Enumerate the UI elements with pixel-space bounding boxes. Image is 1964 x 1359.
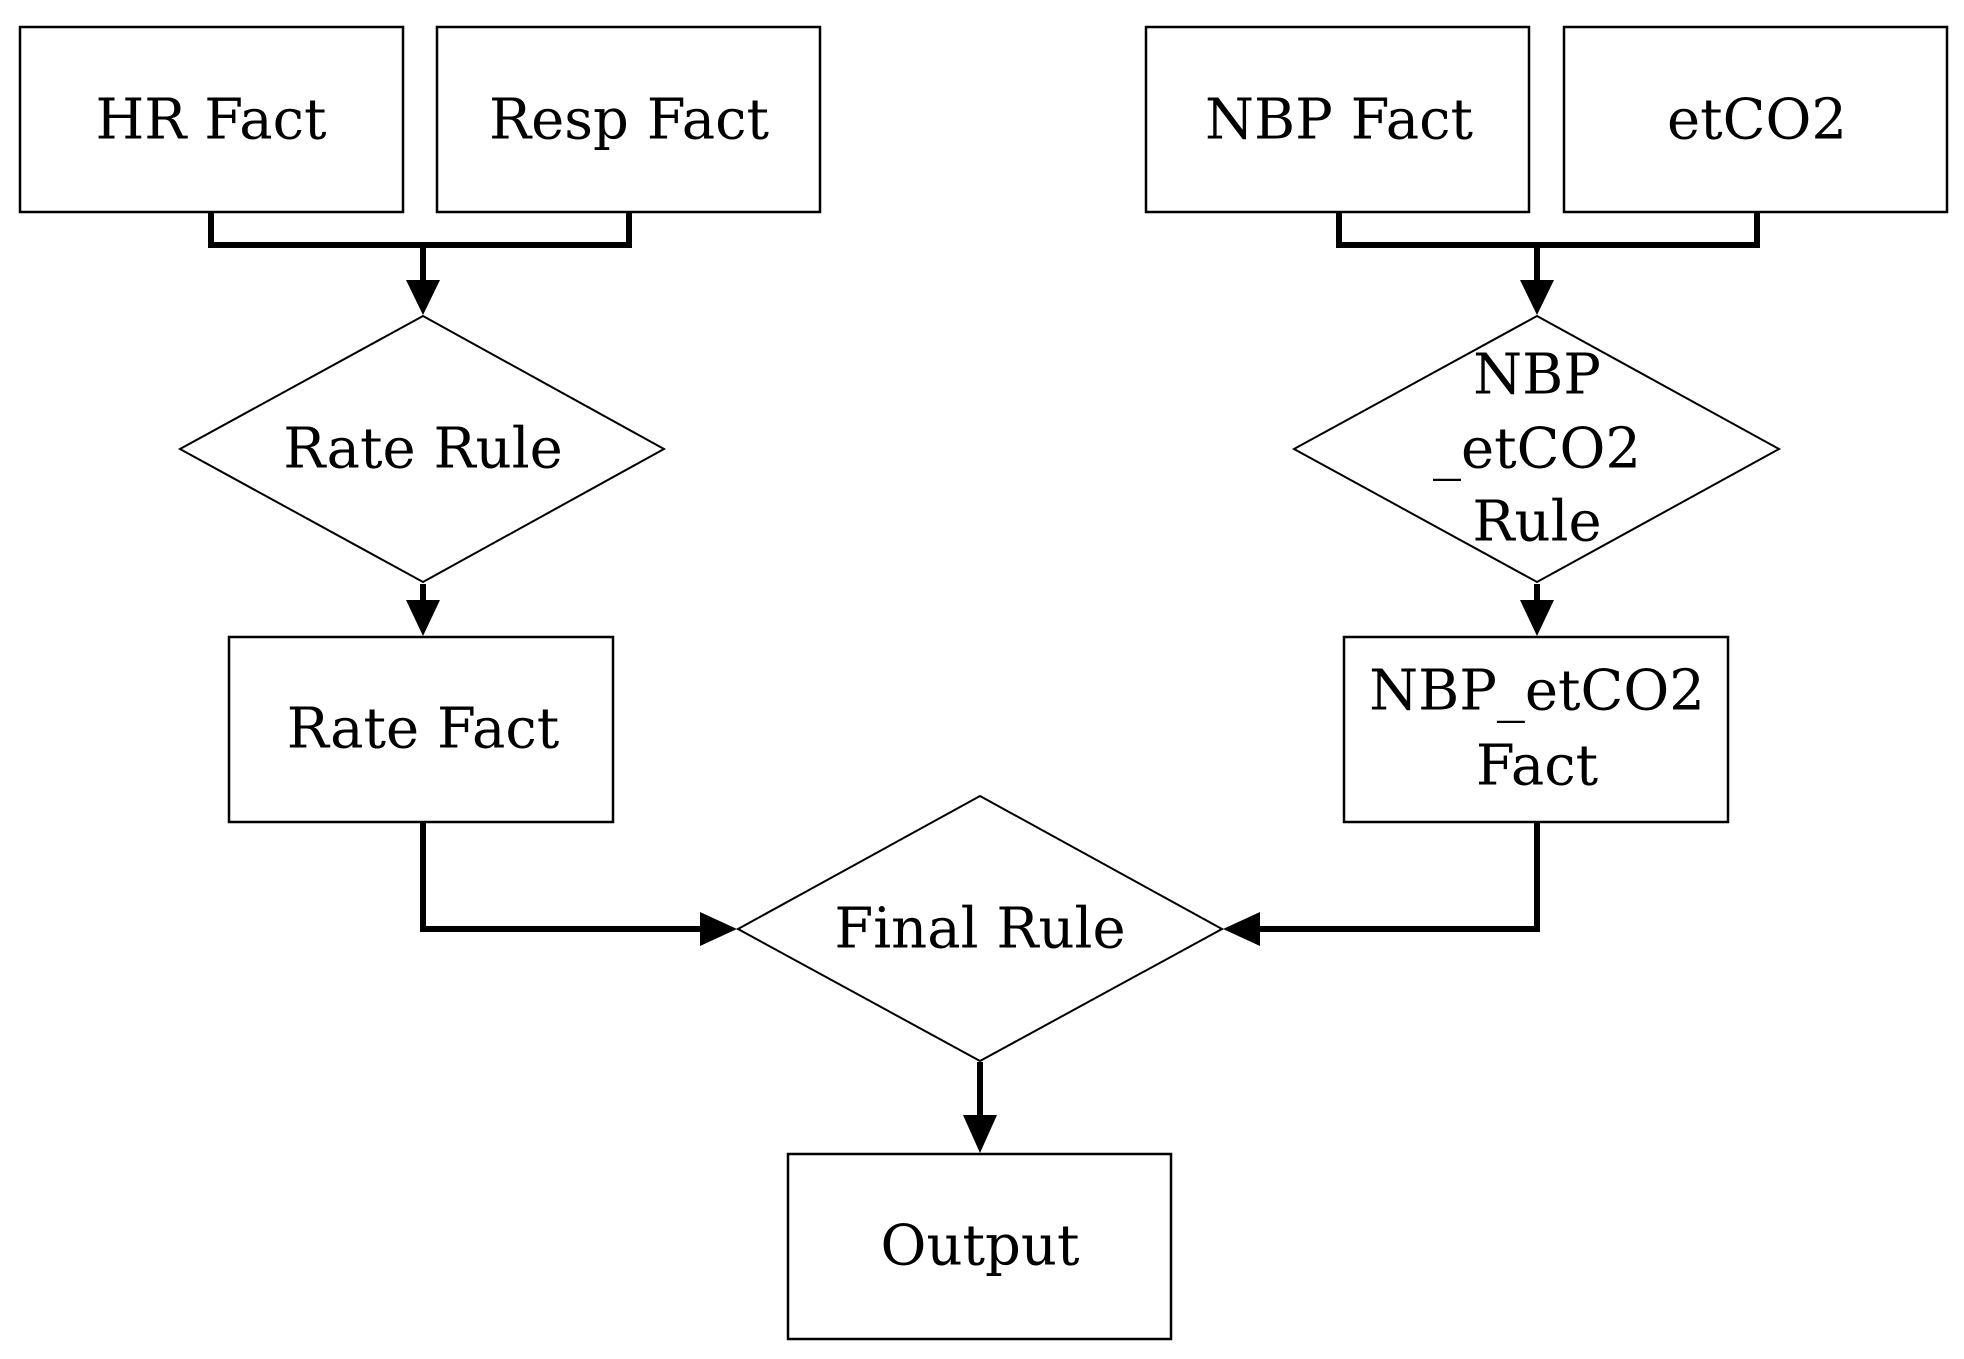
arrow-into-final-rule-left — [700, 912, 737, 946]
arrow-to-nbp-etco2-fact — [1520, 600, 1554, 636]
resp-fact-node: Resp Fact — [435, 25, 822, 214]
connector-nbp-fact-to-final-rule — [1255, 822, 1540, 932]
output-node: Output — [786, 1152, 1173, 1341]
arrow-into-final-rule-right — [1223, 912, 1260, 946]
nbp-fact-label: NBP Fact — [1205, 88, 1473, 153]
nbp-etco2-rule-label-line-2: _etCO2 — [1433, 417, 1641, 482]
rate-fact-label: Rate Fact — [287, 697, 560, 762]
final-rule-node: Final Rule — [735, 794, 1225, 1063]
arrow-to-output — [963, 1115, 997, 1153]
arrow-to-nbp-etco2-rule — [1520, 280, 1554, 315]
connector-rate-fact-to-final-rule — [420, 822, 705, 932]
connector-nbp-etco2-to-nbp-rule — [1336, 211, 1760, 285]
nbp-fact-node: NBP Fact — [1144, 25, 1531, 214]
nbp-etco2-fact-node: NBP_etCO2 Fact — [1342, 635, 1730, 824]
nbp-etco2-rule-label-line-3: Rule — [1472, 490, 1601, 555]
arrow-to-rate-rule — [406, 280, 440, 315]
nbp-etco2-rule-label-line-1: NBP — [1473, 343, 1601, 408]
arrow-to-rate-fact — [406, 600, 440, 636]
etco2-node: etCO2 — [1562, 25, 1949, 214]
output-label: Output — [881, 1214, 1080, 1279]
etco2-label: etCO2 — [1667, 88, 1847, 153]
nbp-etco2-fact-label-line-1: NBP_etCO2 — [1369, 659, 1705, 724]
connector-hr-resp-to-rate-rule — [208, 211, 632, 285]
rate-rule-node: Rate Rule — [177, 314, 667, 584]
nbp-etco2-rule-node: NBP _etCO2 Rule — [1291, 314, 1782, 584]
rate-fact-node: Rate Fact — [227, 635, 615, 824]
hr-fact-label: HR Fact — [95, 88, 327, 153]
final-rule-label: Final Rule — [834, 897, 1125, 962]
hr-fact-node: HR Fact — [18, 25, 405, 214]
nbp-etco2-fact-label-line-2: Fact — [1476, 734, 1599, 799]
resp-fact-label: Resp Fact — [489, 88, 769, 153]
rate-rule-label: Rate Rule — [283, 417, 563, 482]
